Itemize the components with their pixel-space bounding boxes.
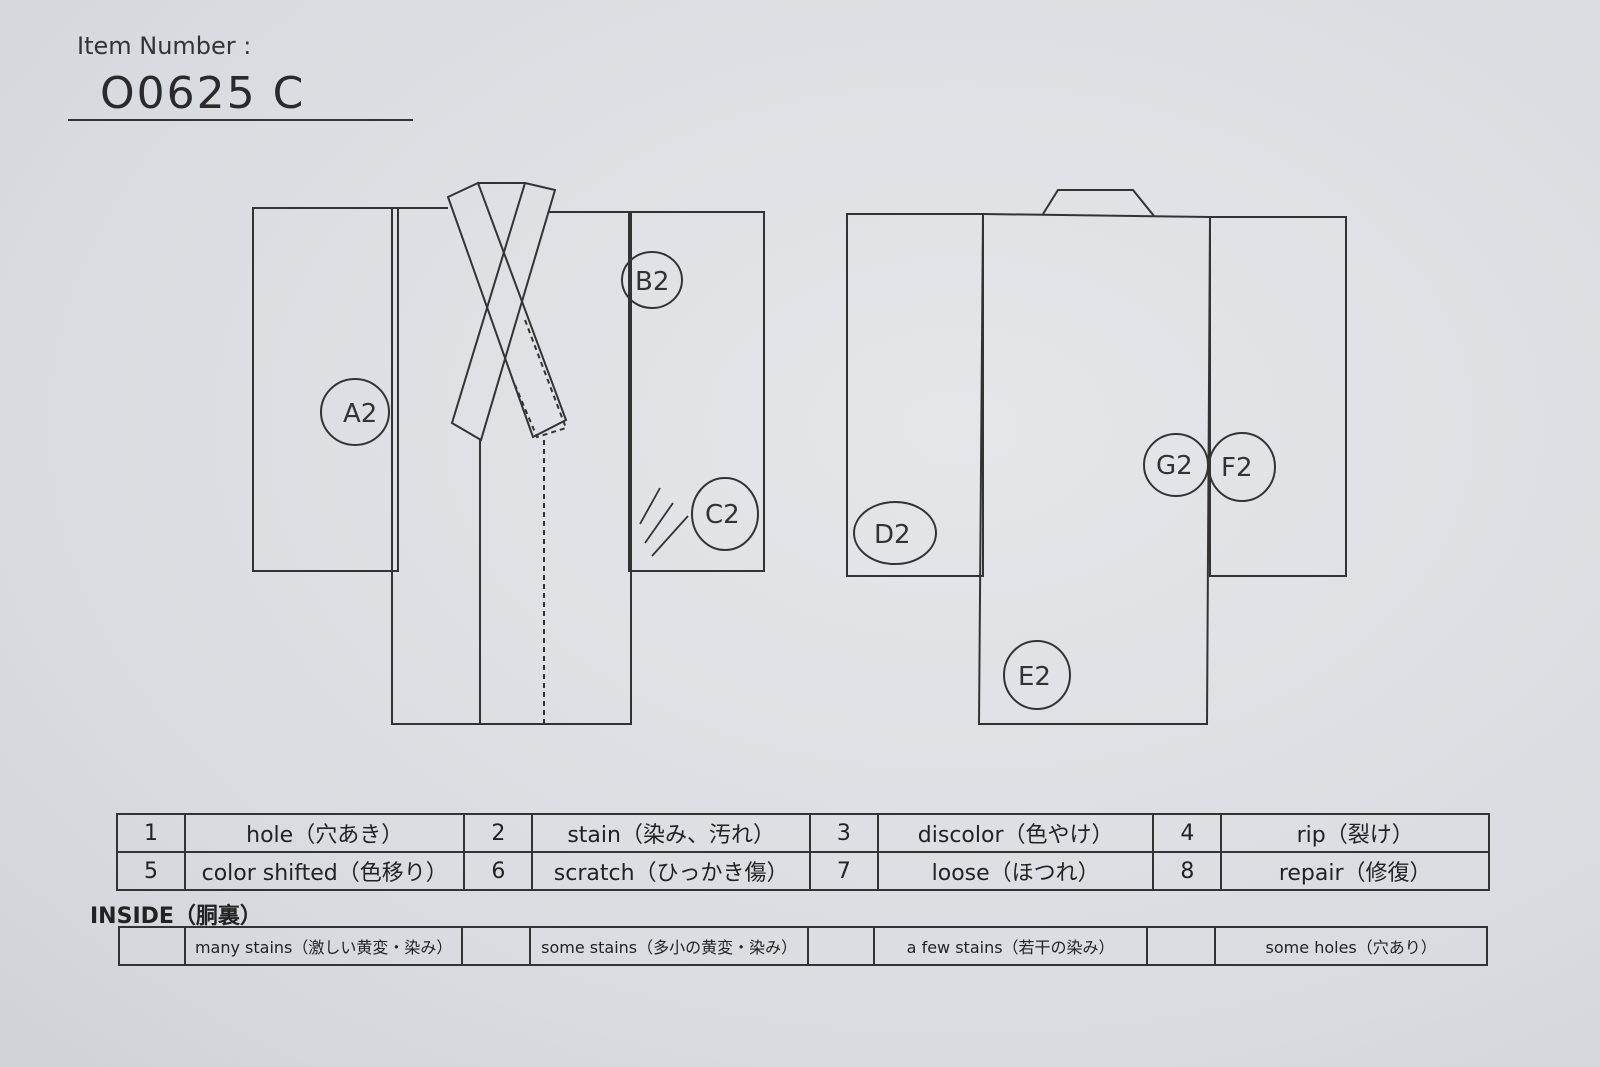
legend-number: 4: [1152, 813, 1223, 853]
front-collar-left-band: [446, 181, 568, 439]
back-collar: [1042, 189, 1155, 217]
legend-description: color shifted（色移り）: [183, 851, 466, 891]
marker-circle-c2: [691, 477, 759, 551]
front-right-sleeve: [628, 211, 765, 572]
legend-number: 1: [116, 813, 186, 853]
marker-circle-e2: [1003, 640, 1071, 710]
marker-label-b2: B2: [635, 267, 669, 297]
inside-legend-table: many stains（激しい黄変・染み） some stains（多小の黄変・…: [118, 926, 1488, 966]
legend-number: 5: [116, 851, 186, 891]
inside-row: many stains（激しい黄変・染み） some stains（多小の黄変・…: [118, 926, 1488, 966]
item-number-label: Item Number :: [77, 32, 252, 60]
kimono-front: [252, 181, 765, 725]
legend-row: 5 color shifted（色移り） 6 scratch（ひっかき傷） 7 …: [116, 851, 1490, 891]
item-number-underline: [68, 119, 413, 121]
damage-markers: [320, 251, 1276, 710]
back-left-sleeve: [846, 213, 984, 577]
back-shoulder-line: [982, 213, 1211, 218]
marker-circle-d2: [853, 501, 937, 565]
damage-marker-labels: A2 B2 C2 D2 E2 G2 F2: [343, 267, 1253, 692]
kimono-back: [846, 189, 1347, 725]
front-collar-right-band: [450, 181, 557, 442]
legend-description: discolor（色やけ）: [876, 813, 1155, 853]
legend-row: 1 hole（穴あき） 2 stain（染み、汚れ） 3 discolor（色や…: [116, 813, 1490, 853]
legend-description: stain（染み、汚れ）: [531, 813, 811, 853]
scratch-marks: [639, 487, 689, 557]
marker-label-f2: F2: [1221, 453, 1253, 483]
legend-number: 8: [1152, 851, 1223, 891]
marker-label-d2: D2: [874, 520, 911, 550]
inside-check-cell: [118, 926, 186, 966]
legend-number: 6: [463, 851, 534, 891]
inside-description: some holes（穴あり）: [1214, 926, 1488, 966]
legend-description: rip（裂け）: [1220, 813, 1490, 853]
marker-circle-b2: [621, 251, 683, 309]
legend-description: repair（修復）: [1220, 851, 1490, 891]
legend-description: scratch（ひっかき傷）: [531, 851, 811, 891]
marker-label-a2: A2: [343, 399, 377, 429]
marker-label-c2: C2: [705, 500, 740, 530]
marker-label-g2: G2: [1156, 451, 1193, 481]
back-right-sleeve: [1209, 216, 1347, 577]
inside-description: some stains（多小の黄変・染み）: [529, 926, 809, 966]
marker-circle-g2: [1143, 433, 1209, 497]
inside-check-cell: [461, 926, 532, 966]
legend-number: 2: [463, 813, 534, 853]
legend-number: 7: [808, 851, 879, 891]
inside-description: a few stains（若干の染み）: [872, 926, 1149, 966]
legend-description: loose（ほつれ）: [876, 851, 1155, 891]
inside-description: many stains（激しい黄変・染み）: [183, 926, 464, 966]
inside-heading: INSIDE（胴裏）: [90, 904, 262, 929]
item-number-value: O0625 C: [100, 68, 306, 119]
damage-legend-table: 1 hole（穴あき） 2 stain（染み、汚れ） 3 discolor（色や…: [116, 813, 1490, 891]
marker-circle-f2: [1208, 432, 1276, 502]
marker-label-e2: E2: [1018, 662, 1051, 692]
marker-circle-a2: [320, 378, 390, 446]
legend-description: hole（穴あき）: [183, 813, 466, 853]
front-left-sleeve: [252, 207, 399, 572]
legend-number: 3: [808, 813, 879, 853]
inside-check-cell: [806, 926, 875, 966]
inside-check-cell: [1146, 926, 1217, 966]
front-collar-hidden: [514, 319, 568, 439]
front-body-outline: [391, 208, 632, 725]
